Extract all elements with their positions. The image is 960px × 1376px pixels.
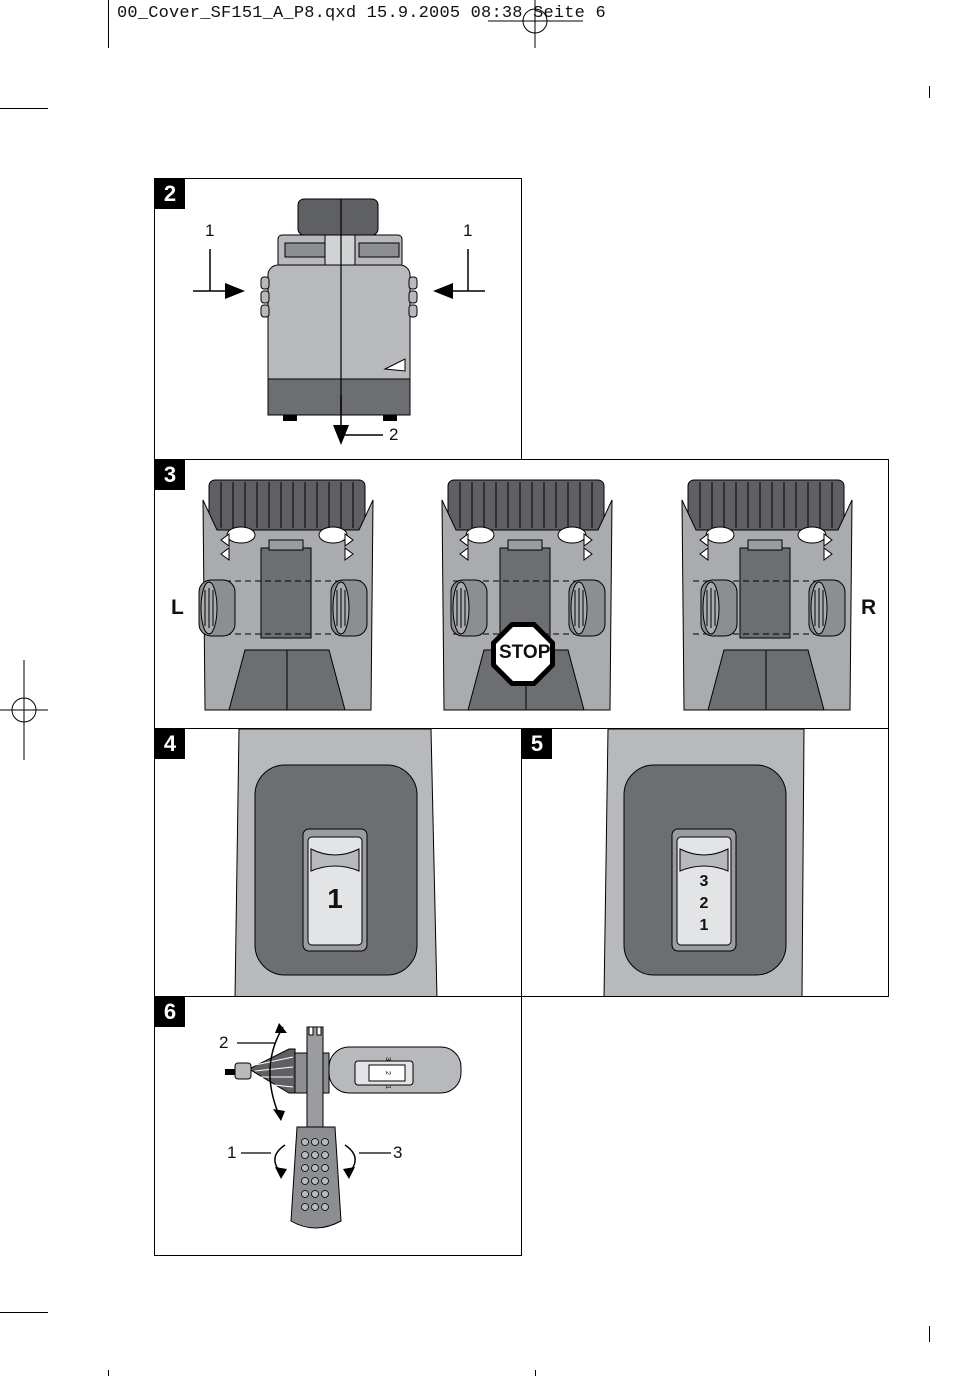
crop-mark-bottom-tick-1 bbox=[108, 1370, 109, 1376]
callout-3: 3 bbox=[393, 1143, 403, 1162]
right-direction-label: R bbox=[861, 596, 877, 619]
callout-1-left: 1 bbox=[205, 221, 215, 240]
figure-5-panel: 5 3 2 1 bbox=[521, 728, 889, 997]
switch-setting-2: 2 bbox=[699, 895, 709, 912]
print-slug: 00_Cover_SF151_A_P8.qxd 15.9.2005 08:38 … bbox=[117, 4, 606, 23]
callout-1: 1 bbox=[227, 1143, 237, 1162]
speed-switch-single-illustration bbox=[234, 729, 438, 996]
crop-mark-bottom-left-h bbox=[0, 1312, 48, 1313]
stop-sign-label: STOP bbox=[499, 642, 551, 663]
callout-2-bottom: 2 bbox=[389, 425, 399, 444]
speed-switch-multi-illustration bbox=[603, 729, 805, 996]
callout-2: 2 bbox=[219, 1033, 229, 1052]
left-direction-label: L bbox=[171, 596, 184, 619]
figure-5-badge: 5 bbox=[522, 729, 552, 759]
crop-mark-bottom-tick-2 bbox=[535, 1370, 536, 1376]
figure-2-panel: 2 1 1 2 bbox=[154, 178, 522, 460]
crop-mark-top-right-v bbox=[929, 86, 930, 98]
battery-pack-illustration bbox=[193, 198, 485, 445]
figure-4-panel: 4 1 bbox=[154, 728, 522, 997]
switch-setting-3: 3 bbox=[699, 873, 709, 890]
figure-6-panel: 6 bbox=[154, 996, 522, 1256]
switch-setting-1: 1 bbox=[699, 917, 709, 934]
figure-3-panel: 3 bbox=[154, 459, 889, 729]
mini-switch-value-3: 3 bbox=[384, 1057, 391, 1061]
crop-mark-top-left-v bbox=[108, 0, 109, 48]
figure-6-badge: 6 bbox=[155, 997, 185, 1027]
figure-2-badge: 2 bbox=[155, 179, 185, 209]
switch-setting-1: 1 bbox=[327, 883, 343, 914]
screwdriver-angle-illustration bbox=[225, 1023, 462, 1229]
registration-target-left bbox=[0, 660, 48, 760]
direction-switch-illustration bbox=[198, 479, 853, 711]
crop-mark-top-left-h bbox=[0, 108, 48, 109]
mini-switch-value-2: 2 bbox=[384, 1071, 391, 1075]
figure-4-badge: 4 bbox=[155, 729, 185, 759]
registration-target-top bbox=[488, 0, 583, 48]
mini-switch-values: 3 2 1 bbox=[381, 1057, 393, 1089]
callout-1-right: 1 bbox=[463, 221, 473, 240]
mini-switch-value-1: 1 bbox=[384, 1085, 391, 1089]
crop-mark-bottom-right-v bbox=[929, 1326, 930, 1342]
figure-3-badge: 3 bbox=[155, 460, 185, 490]
